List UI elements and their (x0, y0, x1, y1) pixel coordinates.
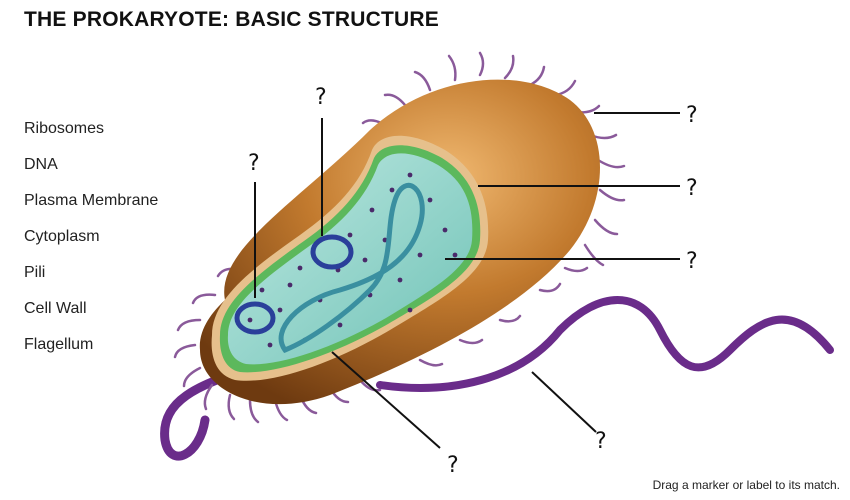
marker-6[interactable]: ? (447, 453, 459, 478)
marker-1[interactable]: ? (315, 85, 327, 110)
marker-7[interactable]: ? (595, 429, 607, 454)
instruction-text: Drag a marker or label to its match. (653, 478, 840, 492)
marker-2[interactable]: ? (248, 151, 260, 176)
marker-4[interactable]: ? (686, 176, 698, 201)
marker-3[interactable]: ? (686, 103, 698, 128)
marker-5[interactable]: ? (686, 249, 698, 274)
